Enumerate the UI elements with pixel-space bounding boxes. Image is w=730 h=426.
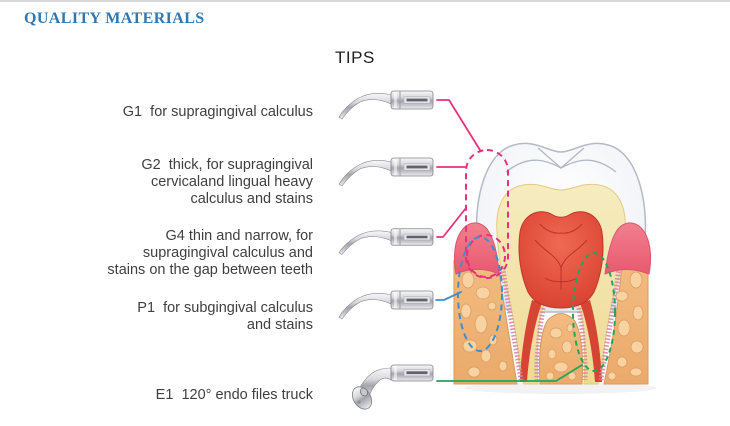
connector-p1 <box>435 291 462 301</box>
region-cervical-pink <box>466 234 506 278</box>
tip-label-text: cervicaland lingual heavy <box>150 174 313 190</box>
tip-label-text: and stains <box>246 317 313 333</box>
endo-tip-e1 <box>351 364 434 410</box>
tip-label-p1: P1 for subgingival calculus and stains <box>137 300 313 334</box>
scaler-tip-g1 <box>338 90 434 120</box>
occlusal-notch <box>537 147 585 169</box>
gum-right <box>604 222 652 275</box>
tooth-shadow <box>464 382 656 394</box>
tip-label-text: calculus and stains <box>190 191 313 207</box>
scaler-tip-g4 <box>338 228 434 255</box>
tip-label-text: E1 120° endo files truck <box>155 387 313 403</box>
tooth-illustration <box>453 142 656 394</box>
scaler-tip-p1 <box>338 290 434 320</box>
connector-g4 <box>436 207 467 238</box>
bone-trabeculae <box>460 271 644 381</box>
connector-e1 <box>436 364 583 382</box>
connector-g1 <box>436 99 481 151</box>
pulp-veins <box>534 223 588 290</box>
tip-label-text: stains on the gap between teeth <box>107 262 313 278</box>
tip-label-text: P1 for subgingival calculus <box>137 300 313 316</box>
region-crown-pink <box>465 149 509 279</box>
tip-label-text: supragingival calculus and <box>142 245 313 261</box>
tip-label-e1: E1 120° endo files truck <box>156 387 313 404</box>
page-title: QUALITY MATERIALS <box>24 10 205 27</box>
top-divider <box>0 0 730 2</box>
scaler-tip-g2 <box>338 157 434 187</box>
tip-label-g2: G2 thick, for supragingival cervicaland … <box>141 157 313 208</box>
tip-label-text: G4 thin and narrow, for <box>165 228 314 244</box>
root-canal-right <box>580 300 602 382</box>
periodontal-ligament <box>500 267 622 381</box>
region-rootcanal-green <box>572 252 616 372</box>
bone-center <box>539 313 583 385</box>
section-title: TIPS <box>335 48 375 67</box>
root-canal-left <box>520 300 542 382</box>
tip-label-text: G1 for supragingival calculus <box>122 104 313 120</box>
pulp-chamber <box>518 211 604 309</box>
tip-label-g1: G1 for supragingival calculus <box>123 104 313 121</box>
tip-label-text: G2 thick, for supragingival <box>141 157 313 173</box>
tip-label-g4: G4 thin and narrow, for supragingival ca… <box>107 228 313 279</box>
